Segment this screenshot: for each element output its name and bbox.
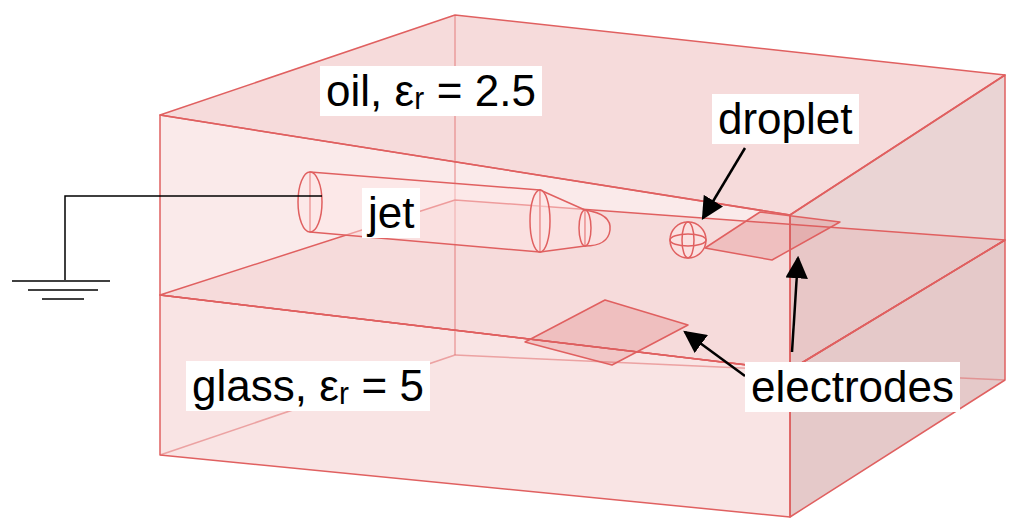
jet-shape xyxy=(298,172,610,252)
electrode-leader xyxy=(685,332,745,376)
droplet-leader xyxy=(703,148,745,218)
material-label: oil, εᵣ = 2.5 xyxy=(320,66,542,116)
interface-plane xyxy=(160,200,1005,370)
droplet-shape xyxy=(670,222,706,258)
part-label: droplet xyxy=(712,94,859,144)
electrode-leader xyxy=(792,258,798,352)
oil-top xyxy=(160,15,1005,215)
material-label: glass, εᵣ = 5 xyxy=(186,361,430,411)
part-label: jet xyxy=(362,188,420,238)
side-electrode xyxy=(705,212,840,260)
part-label: electrodes xyxy=(745,362,960,412)
ground-symbol xyxy=(12,196,322,299)
bottom-electrode xyxy=(525,300,688,365)
